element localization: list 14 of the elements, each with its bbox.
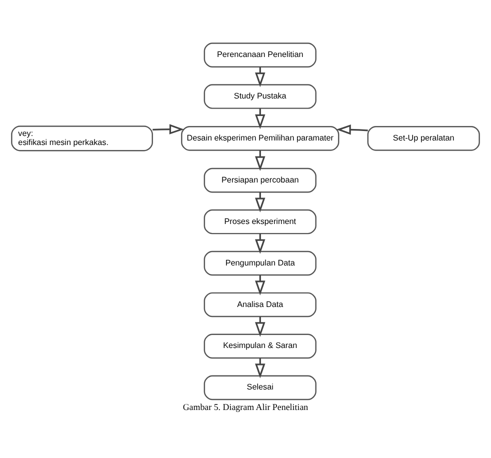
caption: Gambar 5. Diagram Alir Penelitian [182, 401, 308, 412]
node-box: Perencanaan Penelitian [204, 42, 316, 67]
node-box: Analisa Data [204, 292, 316, 317]
node-box: Pengumpulan Data [204, 250, 316, 276]
node-box: Proses eksperiment [204, 208, 316, 234]
node-box: Desain eksperimen Pemilihan paramater [181, 126, 340, 150]
node-box: vey: esifikasi mesin perkakas. [11, 125, 153, 151]
arrow [152, 124, 184, 134]
node-box: Kesimpulan & Saran [204, 333, 316, 358]
node-box: Selesai [204, 374, 316, 400]
node-box: Set-Up peralatan [367, 126, 480, 150]
arrow [336, 124, 368, 134]
node-box: Persiapan percobaan [204, 167, 316, 192]
node-box: Study Pustaka [204, 84, 316, 108]
